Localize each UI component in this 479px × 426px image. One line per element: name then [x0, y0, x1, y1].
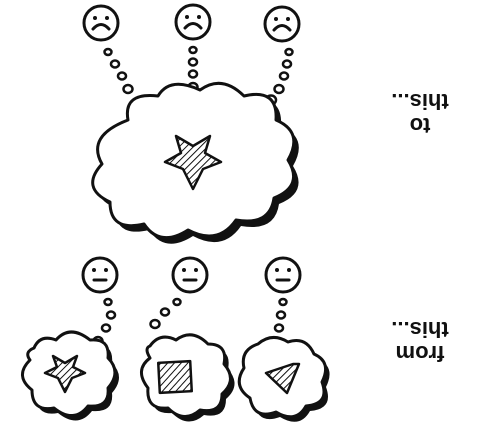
- top-caption-line1: to: [410, 113, 431, 138]
- face-icon: [265, 7, 299, 41]
- face-icon: [84, 6, 118, 40]
- small-cloud-triangle: [239, 337, 329, 421]
- top-caption-line2: this...: [391, 89, 448, 114]
- top-caption: to this...: [391, 89, 448, 138]
- bottom-caption-line1: from: [396, 341, 445, 366]
- face-icon: [83, 258, 117, 292]
- bottom-caption: from this...: [391, 317, 448, 366]
- top-faces: [84, 5, 299, 41]
- face-icon: [176, 5, 210, 39]
- bottom-faces: [83, 258, 300, 292]
- big-cloud: [93, 83, 299, 243]
- face-icon: [173, 258, 207, 292]
- small-cloud-star: [22, 332, 119, 421]
- square-icon: [158, 361, 192, 393]
- bottom-caption-line2: this...: [391, 317, 448, 342]
- small-cloud-square: [141, 335, 234, 422]
- face-icon: [266, 258, 300, 292]
